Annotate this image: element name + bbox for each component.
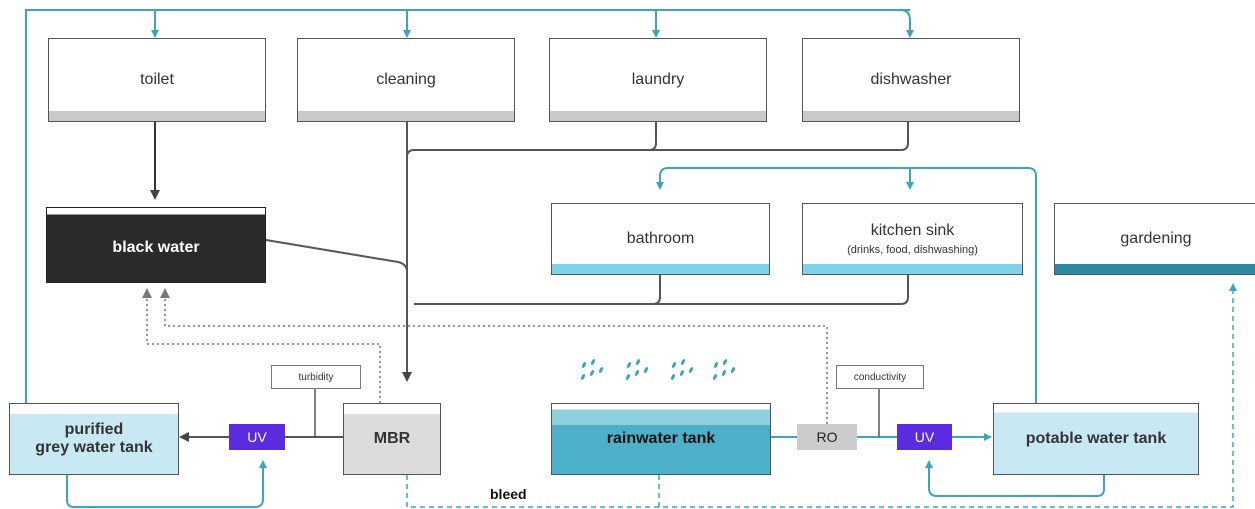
grey-supply-line: [25, 9, 910, 403]
cleaning-label: cleaning: [376, 71, 436, 88]
purified-label-line2: grey water tank: [35, 439, 153, 456]
bath-kitchen-collector: [414, 275, 661, 305]
black-water-label: black water: [112, 239, 200, 256]
uv-unit-left: UV: [229, 424, 285, 450]
toilet-label: toilet: [140, 71, 174, 88]
uv-right-label: UV: [914, 429, 935, 445]
purified-label-line1: purified: [64, 421, 124, 438]
kitchen-sink-box: kitchen sink (drinks, food, dishwashing): [802, 203, 1023, 275]
dishwasher-label: dishwasher: [870, 71, 952, 88]
potable-supply-line: [656, 167, 1037, 403]
ro-unit: RO: [797, 424, 857, 450]
purified-recirc-line: [66, 460, 267, 508]
bleed-label: bleed: [490, 486, 527, 502]
kitchen-sink-label: kitchen sink: [870, 222, 955, 239]
potable-tank-label: potable water tank: [1025, 430, 1167, 447]
turbidity-label: turbidity: [298, 371, 334, 383]
supply-to-dishwasher: [899, 9, 914, 38]
cleaning-box: cleaning: [297, 38, 515, 122]
turbidity-sensor: turbidity: [271, 365, 361, 389]
dishwasher-box: dishwasher: [802, 38, 1020, 122]
purified-grey-water-tank: purified grey water tank: [9, 403, 179, 475]
gardening-label: gardening: [1120, 230, 1192, 247]
rain-icon: [581, 359, 735, 380]
blackwater-to-collector: [265, 239, 408, 273]
mbr-sludge-line: [142, 288, 381, 403]
bathroom-label: bathroom: [626, 230, 695, 247]
gardening-box: gardening: [1054, 203, 1255, 275]
ro-label: RO: [816, 429, 838, 445]
uv-unit-right: UV: [897, 424, 952, 450]
bathroom-box: bathroom: [551, 203, 770, 275]
black-water-box: black water: [46, 207, 266, 283]
bleed-line: [406, 283, 1237, 508]
rainwater-tank: rainwater tank: [551, 403, 771, 475]
mbr-label: MBR: [373, 430, 411, 447]
conductivity-sensor: conductivity: [836, 365, 924, 389]
potable-recirc-line: [925, 460, 1105, 497]
potable-water-tank: potable water tank: [993, 403, 1199, 475]
laundry-box: laundry: [549, 38, 767, 122]
conductivity-label: conductivity: [853, 371, 907, 383]
uv-left-label: UV: [247, 429, 267, 445]
laundry-label: laundry: [631, 71, 685, 88]
kitchen-sink-sublabel: (drinks, food, dishwashing): [847, 244, 978, 256]
rainwater-tank-label: rainwater tank: [606, 430, 716, 447]
laundry-dishwasher-collector: [406, 122, 657, 158]
toilet-box: toilet: [48, 38, 266, 122]
mbr-tank: MBR: [343, 403, 441, 475]
